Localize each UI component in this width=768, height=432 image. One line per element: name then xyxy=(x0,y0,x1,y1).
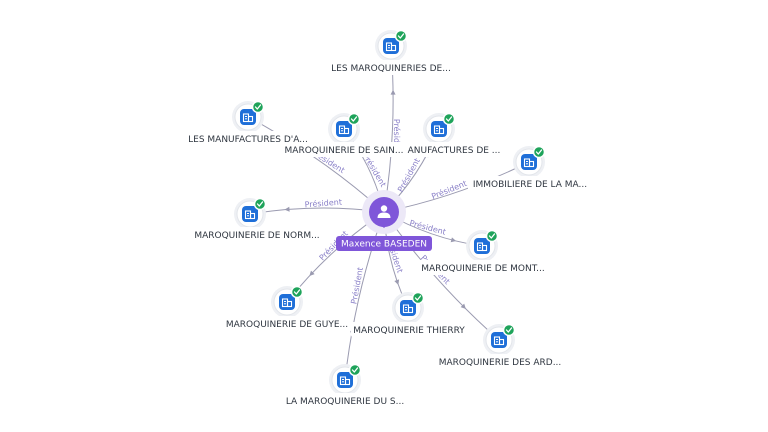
company-node[interactable]: MAROQUINERIE DE NORM... xyxy=(187,197,327,242)
building-icon xyxy=(476,242,488,252)
company-label-box xyxy=(351,322,467,337)
check-badge-icon xyxy=(411,291,425,305)
relation-label: Président xyxy=(430,178,468,201)
company-label-box xyxy=(187,227,327,242)
company-node[interactable]: IMMOBILIERE DE LA MA... xyxy=(468,145,592,191)
building-icon xyxy=(244,210,256,220)
building-icon xyxy=(339,376,351,386)
building-icon xyxy=(242,113,254,123)
relation-label: Président xyxy=(392,119,402,156)
company-name: IMMOBILIERE DE LA MA... xyxy=(473,180,587,190)
check-badge-icon xyxy=(347,112,361,126)
person-node[interactable]: Maxence BASEDEN xyxy=(336,190,432,251)
edge-arrow xyxy=(450,237,457,243)
company-node[interactable]: LES MANUFACTURES D'A... xyxy=(186,100,310,146)
company-name: LES MAROQUINERIES DE... xyxy=(331,64,451,74)
building-icon xyxy=(402,304,414,314)
company-name: LES MANUFACTURES D'A... xyxy=(188,135,308,145)
company-node[interactable]: ANUFACTURES DE ... xyxy=(405,112,503,157)
building-icon xyxy=(493,336,505,346)
company-name: ANUFACTURES DE ... xyxy=(408,146,501,156)
edge-arrow xyxy=(460,303,466,309)
company-node[interactable]: MAROQUINERIE THIERRY xyxy=(351,291,467,337)
company-nodes: LES MAROQUINERIES DE... LES MANUFACTURES … xyxy=(186,29,592,408)
company-name: MAROQUINERIE DES ARD... xyxy=(439,358,562,368)
building-icon xyxy=(385,42,397,52)
company-label-box xyxy=(222,316,352,331)
edge-arrow xyxy=(284,206,290,212)
company-name: MAROQUINERIE DE NORM... xyxy=(194,231,319,241)
company-label-box xyxy=(418,260,548,275)
edge-arrow xyxy=(309,270,315,277)
building-icon xyxy=(281,298,293,308)
company-label-box xyxy=(283,142,405,157)
company-node[interactable]: LA MAROQUINERIE DU S... xyxy=(283,363,407,408)
company-node[interactable]: LES MAROQUINERIES DE... xyxy=(328,29,454,75)
company-name: MAROQUINERIE THIERRY xyxy=(353,326,465,336)
building-icon xyxy=(338,125,350,135)
edge-arrow xyxy=(394,279,400,285)
person-node-circle xyxy=(369,197,399,227)
check-badge-icon xyxy=(502,323,516,337)
company-label-box xyxy=(468,176,592,191)
company-node[interactable]: MAROQUINERIE DES ARD... xyxy=(436,323,564,369)
company-label-box xyxy=(436,354,564,369)
relation-label: Président xyxy=(304,197,342,210)
person-label-box xyxy=(336,236,432,251)
check-badge-icon xyxy=(485,229,499,243)
relation-label: Président xyxy=(395,156,422,194)
building-icon xyxy=(523,158,535,168)
company-node[interactable]: MAROQUINERIE DE GUYE... xyxy=(222,285,352,331)
company-name: MAROQUINERIE DE GUYE... xyxy=(226,320,348,330)
check-badge-icon xyxy=(348,363,362,377)
check-badge-icon xyxy=(532,145,546,159)
check-badge-icon xyxy=(253,197,267,211)
edge-arrow xyxy=(390,89,396,95)
company-name: LA MAROQUINERIE DU S... xyxy=(286,397,404,407)
company-label-box xyxy=(186,131,310,146)
company-name: MAROQUINERIE DE MONT... xyxy=(421,264,545,274)
relation-label: Président xyxy=(408,218,447,237)
check-badge-icon xyxy=(394,29,408,43)
check-badge-icon xyxy=(290,285,304,299)
person-name: Maxence BASEDEN xyxy=(341,240,427,250)
check-badge-icon xyxy=(442,112,456,126)
person-icon xyxy=(377,205,391,218)
building-icon xyxy=(433,125,445,135)
company-name: MAROQUINERIE DE SAIN... xyxy=(285,146,404,156)
company-node[interactable]: MAROQUINERIE DE SAIN... xyxy=(283,112,405,157)
company-node[interactable]: MAROQUINERIE DE MONT... xyxy=(418,229,548,275)
relation-label: Président xyxy=(348,266,365,305)
check-badge-icon xyxy=(251,100,265,114)
company-label-box xyxy=(405,142,503,157)
company-label-box xyxy=(328,60,454,75)
company-label-box xyxy=(283,393,407,408)
